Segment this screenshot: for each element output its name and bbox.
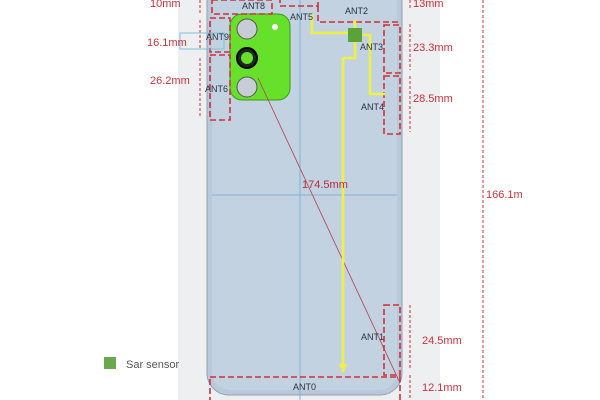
dim-height: 166.1m <box>486 189 523 201</box>
ant5-zone <box>279 0 319 7</box>
route-ant4 <box>362 33 385 96</box>
ant1-label: ANT1 <box>361 332 384 342</box>
ant8-label: ANT8 <box>242 1 265 11</box>
ant0-label: ANT0 <box>293 382 316 392</box>
dim-ant6: 26.2mm <box>150 75 190 87</box>
ant0-zone <box>209 376 401 400</box>
ant5-label: ANT5 <box>290 12 313 22</box>
route-main <box>341 42 357 372</box>
flash-icon <box>272 24 278 30</box>
ant2-label: ANT2 <box>345 6 368 16</box>
ant2-zone <box>317 6 400 23</box>
dim-diagonal: 174.5mm <box>302 179 348 191</box>
legend-swatch <box>104 357 116 369</box>
ant1-zone <box>383 304 401 376</box>
camera-lens-icon <box>241 52 253 64</box>
ant9-zone <box>209 17 231 53</box>
diagonal-line <box>257 77 401 384</box>
legend-label: Sar sensor <box>126 359 180 371</box>
route-ant5 <box>310 14 350 35</box>
dim-top-right: 13mm <box>413 0 444 10</box>
dim-ant9: 16.1mm <box>147 37 187 49</box>
dim-ant1: 24.5mm <box>422 335 462 347</box>
ant3-zone <box>383 24 401 74</box>
camera-lens-icon <box>236 18 258 40</box>
ant4-label: ANT4 <box>361 102 384 112</box>
arrow-icon <box>339 364 347 373</box>
ant9-label: ANT9 <box>206 32 229 42</box>
dim-ant3: 23.3mm <box>413 42 453 54</box>
ant8-zone <box>211 0 273 15</box>
dim-ant0: 12.1mm <box>422 382 462 394</box>
ant6-zone <box>209 54 231 121</box>
dim-top-left: 10mm <box>150 0 181 10</box>
ant4-zone <box>383 75 401 135</box>
ant9-callout <box>179 32 225 50</box>
sar-sensor-marker <box>348 28 362 42</box>
camera-lens-icon <box>236 76 258 98</box>
ant6-label: ANT6 <box>205 84 228 94</box>
dim-ant4: 28.5mm <box>413 93 453 105</box>
ant3-label: ANT3 <box>360 42 383 52</box>
